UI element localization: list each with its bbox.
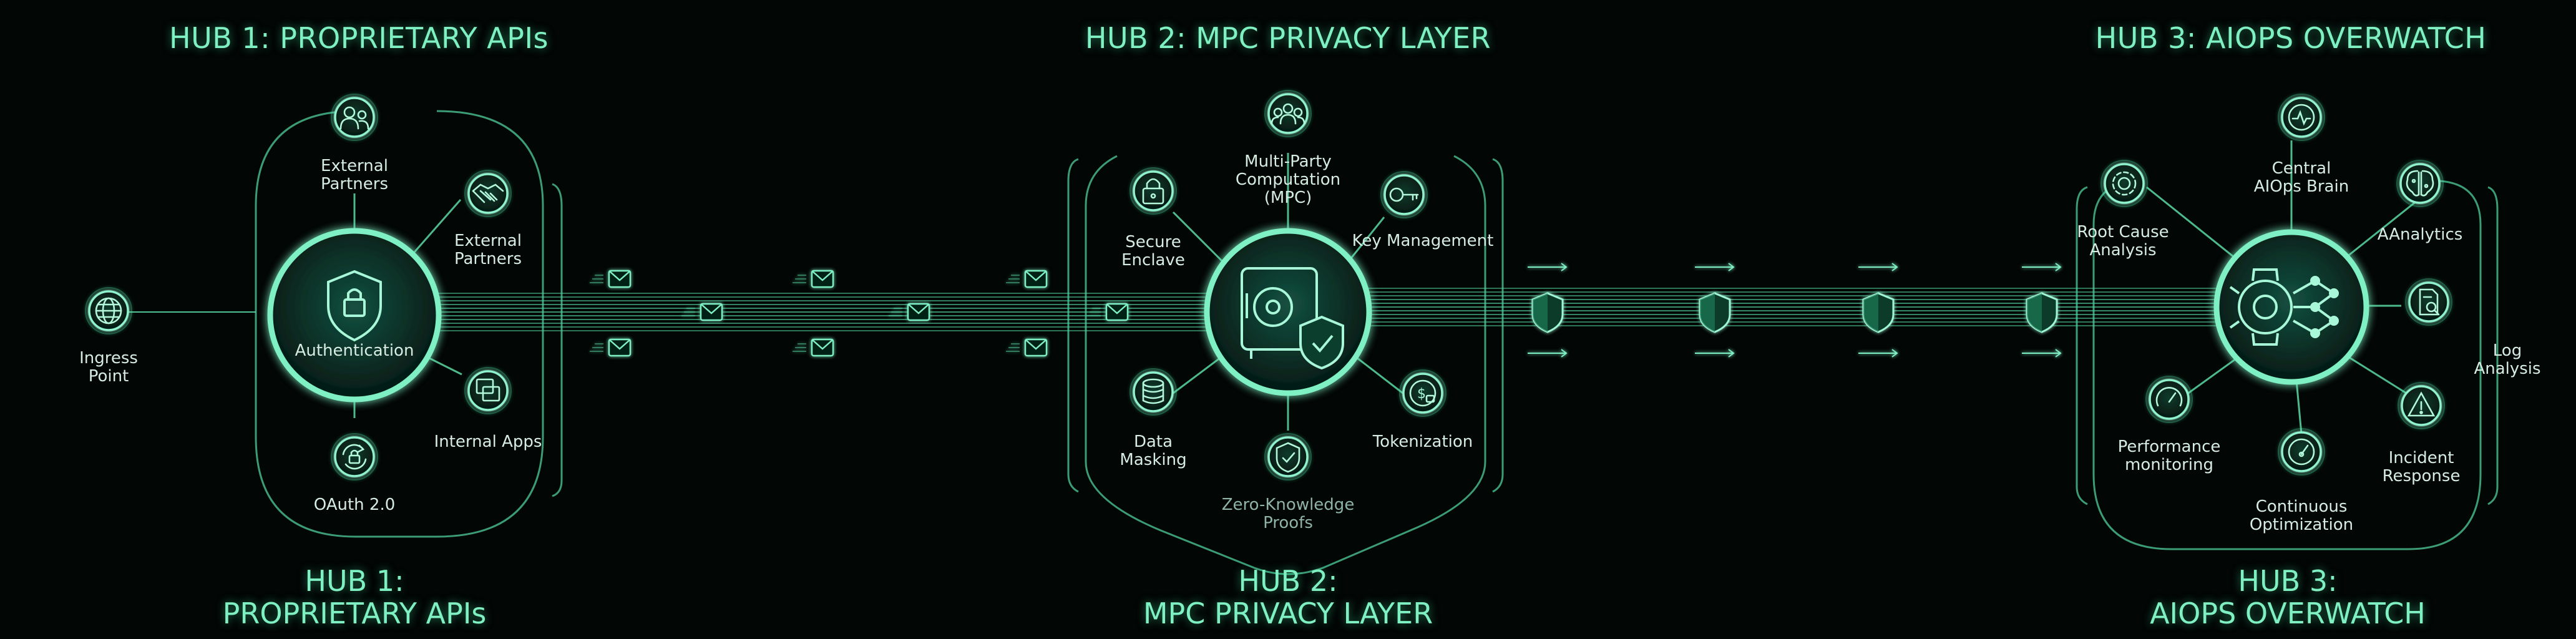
envelope-icon (1024, 270, 1048, 288)
hub2-bottom-title: HUB 2: MPC PRIVACY LAYER (1143, 565, 1433, 630)
shield-icon (1862, 292, 1895, 333)
hub1-container (255, 110, 563, 538)
tokenization-label: Tokenization (1372, 432, 1473, 451)
envelope-icon (907, 303, 930, 321)
mpc-label: Multi-Party Computation (MPC) (1235, 152, 1341, 207)
envelope-icon (608, 338, 632, 357)
hub3-container (2076, 180, 2499, 550)
windows-icon (476, 378, 500, 402)
hub1-bottom-title: HUB 1: PROPRIETARY APIs (223, 565, 487, 630)
performance-monitoring-node (2145, 376, 2193, 423)
shield-icon (2026, 292, 2058, 333)
hub3-top-title: HUB 3: AIOPS OVERWATCH (2095, 21, 2487, 55)
svg-text:$: $ (1417, 386, 1426, 402)
performance-monitoring-label: Performance monitoring (2117, 437, 2221, 474)
envelope-icon (1105, 303, 1129, 321)
hub2-bottom-line2: MPC PRIVACY LAYER (1143, 597, 1433, 630)
secure-enclave-node (1129, 167, 1177, 215)
envelope-icon (608, 270, 632, 288)
hub3-bottom-title: HUB 3: AIOPS OVERWATCH (2150, 565, 2426, 630)
database-icon (1142, 378, 1164, 404)
speedometer-icon (2288, 438, 2315, 466)
shield-lock-icon (327, 270, 382, 342)
aanalytics-label: AAnalytics (2377, 225, 2463, 244)
external-partners-node (331, 94, 378, 141)
key-management-label: Key Management (1352, 232, 1494, 250)
internal-apps-label: Internal Apps (434, 432, 542, 451)
envelope-icon (811, 338, 834, 357)
oauth-label: OAuth 2.0 (313, 495, 396, 514)
gear-icon (2112, 171, 2137, 196)
zero-knowledge-proofs-label: Zero-Knowledge Proofs (1221, 495, 1355, 532)
token-icon: $ (1409, 379, 1437, 407)
tokenization-node: $ (1399, 369, 1447, 417)
hub2-container (1067, 155, 1504, 575)
external-partners-handshake-node (464, 170, 512, 217)
continuous-optimization-label: Continuous Optimization (2249, 497, 2354, 534)
warning-icon (2407, 391, 2436, 417)
hub1-bottom-line2: PROPRIETARY APIs (222, 597, 487, 630)
group-icon (1271, 103, 1305, 125)
mpc-vault-hub (1204, 228, 1372, 396)
ingress-point-node (85, 287, 132, 334)
gauge-icon (2155, 386, 2183, 407)
incident-response-node (2398, 382, 2445, 429)
external-partners-label: External Partners (320, 157, 389, 193)
doc-search-icon (2419, 288, 2440, 316)
central-aiops-brain-node (2278, 94, 2325, 141)
lock-icon (1142, 178, 1164, 205)
aiops-hub (2213, 229, 2369, 385)
key-management-node (1380, 171, 1428, 218)
authentication-label: Authentication (295, 341, 414, 360)
ai-gear-icon (2229, 268, 2339, 346)
data-stream-hub2-hub3 (1368, 288, 2218, 326)
hub1-top-title: HUB 1: PROPRIETARY APIs (168, 21, 549, 55)
root-cause-analysis-label: Root Cause Analysis (2077, 223, 2169, 260)
data-masking-node (1129, 368, 1177, 416)
brain-icon (2406, 170, 2434, 197)
refresh-lock-icon (342, 444, 367, 470)
envelope-icon (700, 303, 723, 321)
encrypted-message-tokens (590, 270, 1129, 357)
secure-enclave-label: Secure Enclave (1121, 233, 1185, 270)
zero-knowledge-proofs-node (1264, 433, 1312, 480)
shield-check-icon (1276, 442, 1300, 473)
central-aiops-brain-label: Central AIOps Brain (2253, 159, 2349, 196)
hub3-bottom-line2: AIOPS OVERWATCH (2150, 597, 2426, 630)
hub2-bottom-line1: HUB 2: (1238, 564, 1338, 598)
key-icon (1389, 187, 1419, 202)
hub2-top-title: HUB 2: MPC PRIVACY LAYER (1085, 21, 1491, 55)
shield-icon (1531, 292, 1564, 333)
handshake-icon (472, 183, 504, 203)
incident-response-label: Incident Response (2382, 449, 2461, 485)
mpc-node (1264, 90, 1312, 137)
aanalytics-node (2396, 160, 2444, 207)
oauth-node (331, 433, 378, 480)
users-icon (339, 106, 369, 130)
envelope-icon (1024, 338, 1048, 357)
authentication-hub (267, 228, 442, 402)
continuous-optimization-node (2278, 428, 2325, 476)
root-cause-analysis-node (2100, 160, 2148, 207)
log-analysis-node (2405, 278, 2452, 326)
vault-shield-icon (1241, 267, 1344, 370)
ingress-point-label: Ingress Point (79, 349, 138, 386)
secured-payload-tokens (1528, 263, 2062, 358)
internal-apps-node (464, 367, 512, 414)
globe-icon (95, 297, 122, 324)
external-partners-handshake-label: External Partners (454, 232, 522, 268)
hub3-bottom-line1: HUB 3: (2238, 564, 2338, 598)
shield-icon (1699, 292, 1731, 333)
log-analysis-label: Log Analysis (2474, 341, 2541, 378)
data-stream-hub1-hub2 (437, 293, 1208, 331)
pulse-icon (2288, 104, 2315, 131)
envelope-icon (811, 270, 834, 288)
hub1-bottom-line1: HUB 1: (305, 564, 404, 598)
data-masking-label: Data Masking (1120, 432, 1187, 469)
